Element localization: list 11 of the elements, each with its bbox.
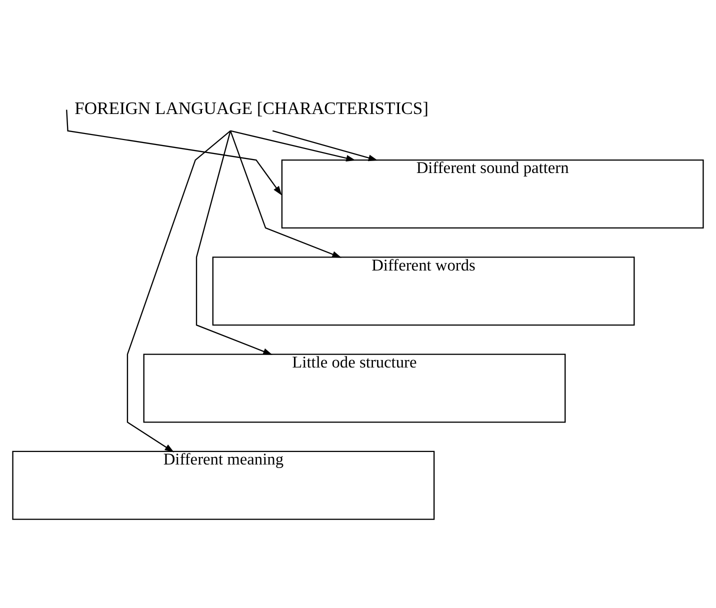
arrow xyxy=(230,130,356,162)
arrow xyxy=(230,130,342,258)
node-text: FOREIGN LANGUAGE [CHARACTERISTICS] xyxy=(74,98,428,118)
arrow xyxy=(126,130,231,452)
arrow xyxy=(272,130,378,162)
node-box: Different meaning xyxy=(12,450,435,520)
node-box: Different sound pattern xyxy=(281,159,704,229)
arrow xyxy=(66,110,282,196)
node-box: Little ode structure xyxy=(143,354,566,423)
arrow xyxy=(196,130,273,355)
node-box: Different words xyxy=(212,256,635,326)
